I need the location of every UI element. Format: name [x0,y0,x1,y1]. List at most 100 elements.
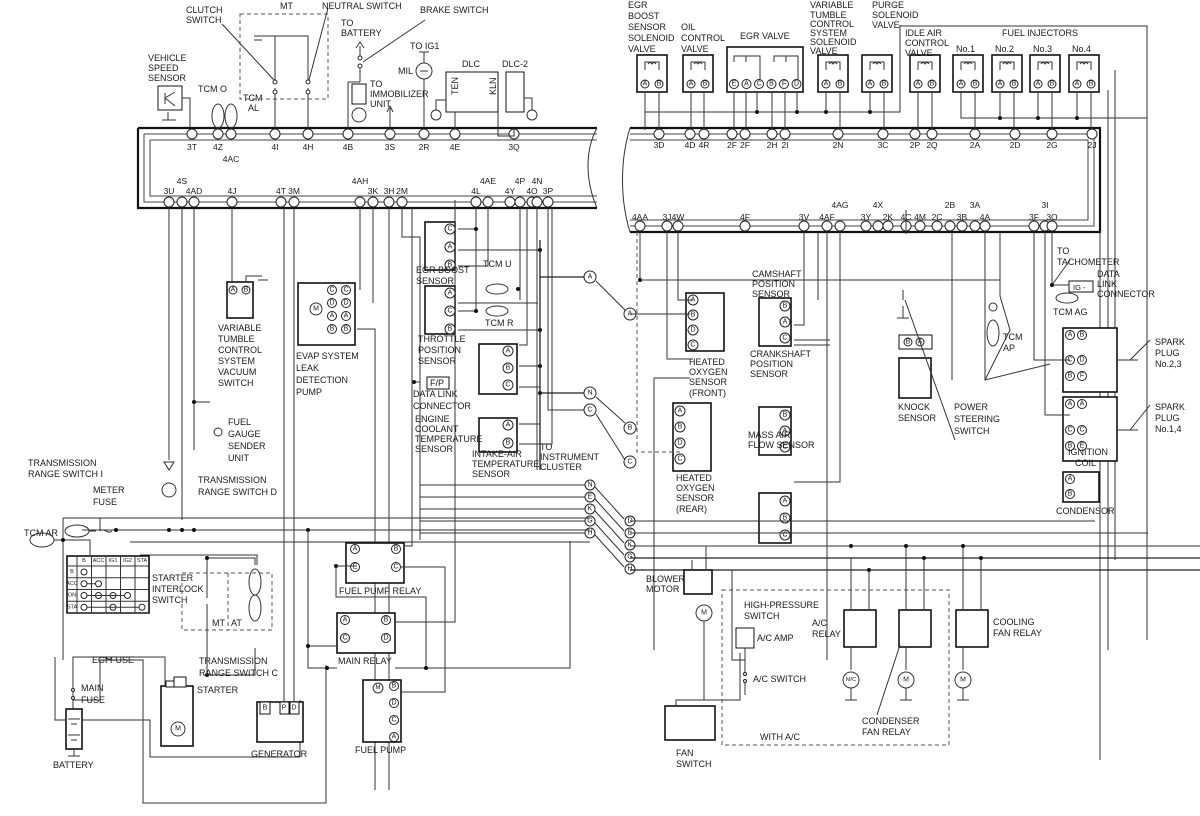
svg-text:HEATED: HEATED [676,473,712,483]
terminal [391,562,401,572]
svg-text:SWITCH: SWITCH [152,595,188,605]
pcm-pin-label: 3P [543,186,554,196]
pcm-pin [832,128,844,140]
svg-text:SENSOR: SENSOR [628,22,667,32]
terminal-label: A [1068,332,1073,339]
svg-text:CLUSTER: CLUSTER [540,462,583,472]
terminal [729,79,739,89]
svg-text:COOLANT: COOLANT [415,424,459,434]
terminal [502,419,514,431]
terminal [502,437,514,449]
svg-text:VACUUM: VACUUM [218,367,256,377]
terminal [779,79,789,89]
svg-text:BOOST: BOOST [628,11,660,21]
terminal-label: B [703,81,708,88]
pcm-pin [969,220,981,232]
terminal-label: A [506,348,511,355]
pcm-pin-label: 4T [276,186,286,196]
pcm-pin [367,196,379,208]
svg-text:VARIABLE: VARIABLE [810,0,853,10]
terminal [865,79,875,89]
pcm-pin [877,128,889,140]
pcm-pin-label: 3F [1029,212,1039,222]
svg-text:IGNITION: IGNITION [1068,447,1108,457]
terminal [1065,399,1075,409]
knock-and-ps: B A KNOCK SENSOR POWER STEERING SWITCH T… [897,210,1051,441]
clutch-neutral-switch: CLUTCH SWITCH MT NEUTRAL SWITCH [186,1,402,128]
svg-text:DLC: DLC [462,59,481,69]
terminal-label: B [1068,373,1073,380]
pcm-pin [1086,128,1098,140]
svg-text:B: B [244,287,249,294]
terminal-label: D [391,700,396,707]
svg-text:METER: METER [93,485,125,495]
pcm-pin [418,128,430,140]
terminal [502,345,514,357]
pcm-pin-label: 2P [910,140,921,150]
terminal-label: B [384,617,389,624]
svg-text:EVAP SYSTEM: EVAP SYSTEM [296,351,359,361]
svg-text:EGR BOOST: EGR BOOST [416,265,470,275]
svg-text:D: D [291,705,296,712]
pcm-pin [176,196,188,208]
svg-text:FUSE: FUSE [81,695,105,705]
terminal [640,79,650,89]
terminal [779,441,791,453]
terminal [341,324,351,334]
pcm-pin-label: 2I [781,140,788,150]
terminal-label: A [783,319,788,326]
svg-text:TUMBLE: TUMBLE [810,10,847,20]
terminal [779,332,791,344]
svg-text:LINK: LINK [1097,279,1117,289]
svg-text:VALVE: VALVE [810,46,838,56]
svg-text:SYSTEM: SYSTEM [218,356,255,366]
terminal-label: B [783,303,788,310]
terminal-label: A [506,422,511,429]
terminal [1065,441,1075,451]
pcm-pin-label: 2R [419,142,430,152]
terminal-label: G [627,554,632,561]
svg-text:SENSOR: SENSOR [148,73,187,83]
svg-text:PLUG: PLUG [1155,413,1180,423]
terminal-label: A [1080,401,1085,408]
pcm-pin [383,196,395,208]
svg-text:CONNECTOR: CONNECTOR [1097,289,1155,299]
pcm-pin-label: 2F [740,140,750,150]
terminal [927,79,937,89]
svg-text:INTAKE-AIR: INTAKE-AIR [472,449,522,459]
svg-text:TEMPERATURE: TEMPERATURE [472,459,539,469]
terminal-label: C [342,635,347,642]
pcm-pin-label: 3O [1046,212,1058,222]
ign-col-label: ACC [93,558,105,564]
svg-text:POSITION: POSITION [418,345,461,355]
brake-switch: TO BATTERY BRAKE SWITCH TO IMMOBILIZER U… [341,5,489,128]
pcm-pin [384,128,396,140]
terminal [1065,489,1075,499]
svg-text:TCM AG: TCM AG [1053,307,1088,317]
terminal [1086,79,1096,89]
pcm-pin-label: 4E [450,142,461,152]
svg-text:IDLE AIR: IDLE AIR [905,28,943,38]
svg-text:SWITCH: SWITCH [954,426,990,436]
pcm-pin [542,196,554,208]
terminal-label: B [1012,81,1017,88]
svg-text:SENSOR: SENSOR [418,356,457,366]
connector-a [583,270,597,284]
pcm-pin [672,220,684,232]
terminal [835,79,845,89]
pcm-pin [226,196,238,208]
mt-at-switches: MT AT TRANSMISSION RANGE SWITCH C [181,556,279,678]
terminal-label: A [448,290,453,297]
svg-text:RANGE SWITCH D: RANGE SWITCH D [198,487,278,497]
terminal-label: B [1068,443,1073,450]
terminal-label: A [998,81,1003,88]
terminal-label: A [744,81,749,88]
terminal [779,425,791,437]
svg-text:TO: TO [1057,246,1069,256]
pcm-pin-label: 4J [228,186,237,196]
terminal-label: N [587,482,592,489]
